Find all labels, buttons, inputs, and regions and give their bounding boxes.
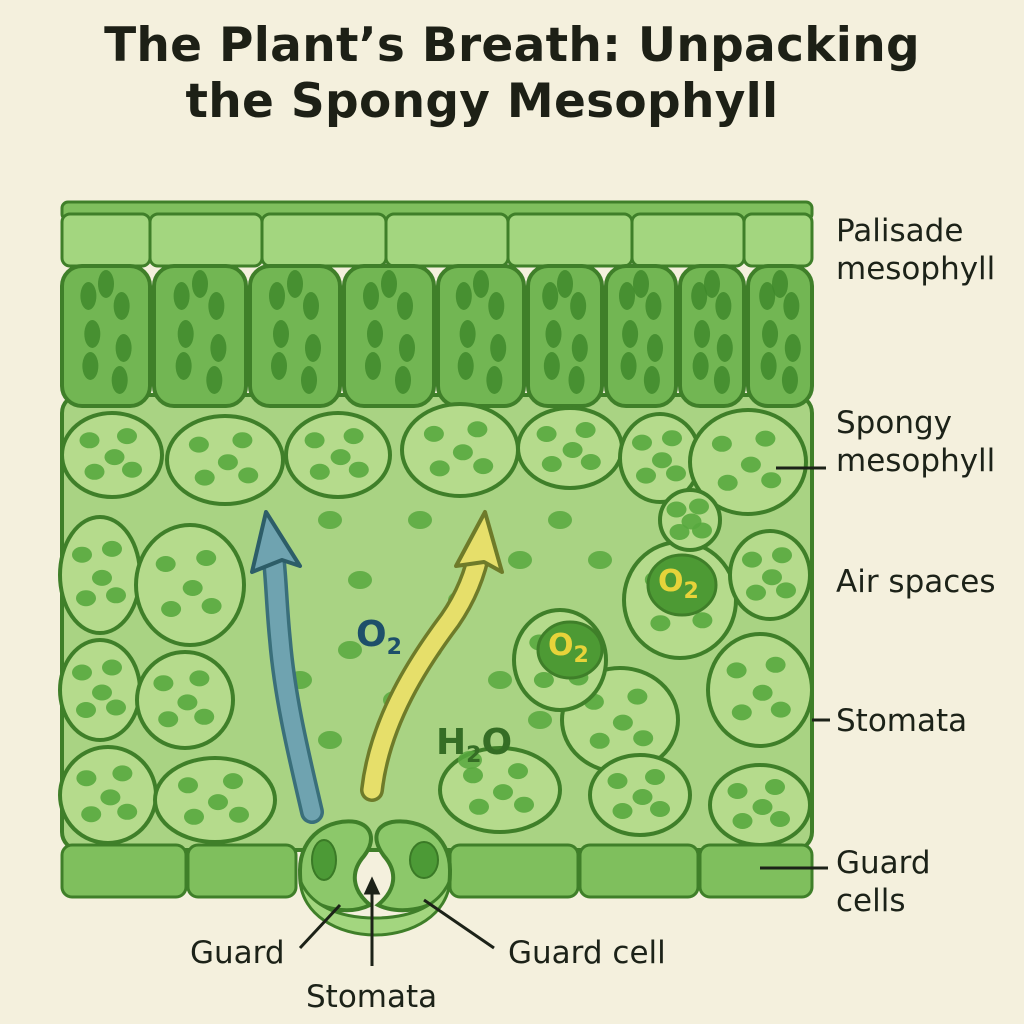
upper-epidermis [60, 200, 814, 268]
air-space-specks [288, 511, 612, 769]
palisade-cell [152, 264, 248, 408]
label-guard-cells-line-1: Guard [836, 845, 931, 881]
h2o-label: H2O [436, 722, 513, 769]
label-guard-cells: Guard cells [836, 844, 931, 920]
page-title: The Plant’s Breath: Unpacking the Spongy… [0, 18, 1024, 130]
label-stomata-right: Stomata [836, 703, 968, 739]
spongy-cell [400, 402, 520, 498]
o2-label-main: O2 [356, 614, 402, 661]
spongy-cell [728, 529, 812, 621]
stoma [297, 819, 453, 937]
spongy-cell [658, 488, 722, 552]
label-guard-left: Guard [190, 935, 285, 971]
spongy-cell [134, 523, 246, 647]
o2-label-cell-a: O2 [658, 564, 699, 604]
spongy-cell [153, 756, 277, 844]
palisade-cell [526, 264, 604, 408]
o2-cell-a [646, 553, 718, 617]
label-spongy-line-2: mesophyll [836, 443, 996, 479]
spongy-cell [688, 408, 808, 516]
chloroplast-speck [458, 751, 482, 769]
label-air-spaces: Air spaces [836, 564, 996, 600]
chloroplast-speck [318, 731, 342, 749]
spongy-cell [135, 650, 235, 750]
palisade-cell [746, 264, 814, 408]
chloroplast-speck [338, 641, 362, 659]
label-guard-cells-line-2: cells [836, 883, 906, 919]
label-stomata-bottom: Stomata [306, 979, 438, 1015]
label-guard-cell-right: Guard cell [508, 935, 666, 971]
spongy-cell [618, 412, 702, 504]
palisade-cell [436, 264, 526, 408]
spongy-cell [516, 406, 624, 490]
h2o-arrow-head [454, 510, 504, 574]
stomatal-chamber [298, 879, 452, 937]
palisade-cell [248, 264, 342, 408]
palisade-cell [60, 264, 152, 408]
spongy-cell [165, 414, 285, 506]
label-palisade-mesophyll: Palisade mesophyll [836, 212, 995, 288]
palisade-cell [678, 264, 746, 408]
title-line-1: The Plant’s Breath: Unpacking [104, 18, 920, 73]
o2-label-cell-b: O2 [548, 628, 589, 668]
spongy-cell [58, 638, 142, 742]
label-palisade-line-1: Palisade [836, 213, 964, 249]
palisade-cell [604, 264, 678, 408]
spongy-cell [60, 411, 164, 499]
chloroplast-speck [408, 511, 432, 529]
spongy-cell [58, 745, 158, 845]
leader-lines [298, 466, 830, 966]
chloroplast-speck [488, 671, 512, 689]
spongy-cell [706, 632, 814, 748]
spongy-cell [588, 753, 692, 837]
spongy-cell [58, 515, 142, 635]
label-palisade-line-2: mesophyll [836, 251, 996, 287]
palisade-layer [60, 264, 814, 408]
palisade-cell [342, 264, 436, 408]
spongy-layer [58, 402, 814, 847]
chloroplast-speck [588, 551, 612, 569]
spongy-cell [284, 411, 392, 499]
chloroplast-speck [528, 711, 552, 729]
chloroplast-speck [348, 571, 372, 589]
label-spongy-line-1: Spongy [836, 405, 952, 441]
title-line-2: the Spongy Mesophyll [185, 74, 779, 129]
chloroplast-speck [508, 551, 532, 569]
o2-cell-b [536, 620, 604, 680]
spongy-cell [708, 763, 812, 847]
chloroplast-speck [548, 511, 572, 529]
label-spongy-mesophyll: Spongy mesophyll [836, 404, 995, 480]
chloroplast-speck [318, 511, 342, 529]
o2-arrow-head [250, 510, 302, 574]
